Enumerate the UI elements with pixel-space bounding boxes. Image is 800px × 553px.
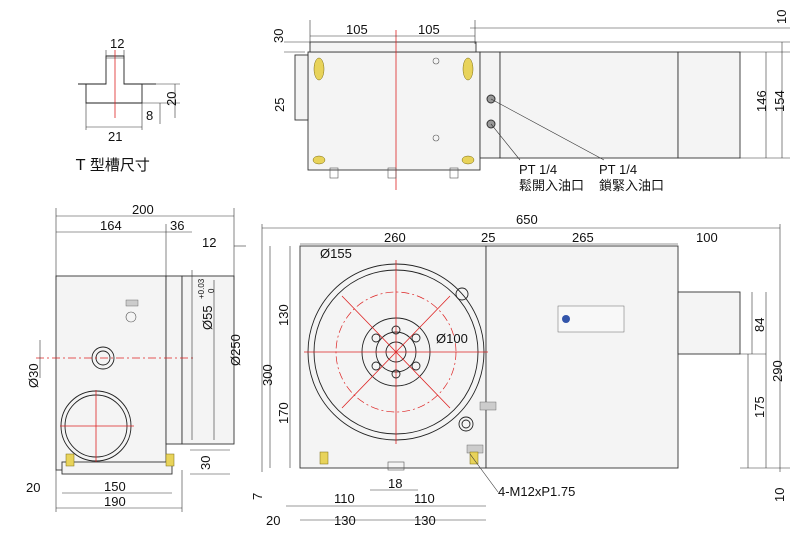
- front-dim-84: 84: [752, 318, 767, 332]
- tslot-dim-21: 21: [108, 129, 122, 144]
- port-release-label: 鬆開入油口: [519, 179, 584, 194]
- tslot-title: T 型槽尺寸: [75, 156, 150, 174]
- front-dim-300: 300: [260, 364, 275, 386]
- front-dim-130b: 130: [414, 513, 436, 528]
- front-dim-18: 18: [388, 476, 402, 491]
- front-dim-100-dia: Ø100: [436, 331, 468, 346]
- tslot-dim-12: 12: [110, 36, 124, 51]
- front-view: 650 260 25 265 100 Ø155 Ø100 130 300 170…: [250, 212, 790, 528]
- front-dim-7: 7: [250, 493, 265, 500]
- side-dim-36: 36: [170, 218, 184, 233]
- side-view: 200 164 36 12 Ø55 +0.03 0 Ø250 Ø30 30 20…: [26, 202, 246, 512]
- front-bolt-spec: 4-M12xP1.75: [498, 484, 575, 499]
- side-dim-164: 164: [100, 218, 122, 233]
- top-dim-146: 146: [754, 90, 769, 112]
- side-dim-250: Ø250: [228, 334, 243, 366]
- tslot-detail: 12 20 8 21 T 型槽尺寸: [75, 36, 180, 174]
- front-dim-25: 25: [481, 230, 495, 245]
- front-dim-170: 170: [276, 402, 291, 424]
- front-dim-20: 20: [266, 513, 280, 528]
- front-dim-110b: 110: [414, 491, 435, 506]
- front-dim-155-dia: Ø155: [320, 246, 352, 261]
- front-dim-175: 175: [752, 396, 767, 418]
- side-dim-150: 150: [104, 479, 126, 494]
- side-dim-30-dia: Ø30: [26, 363, 41, 388]
- side-dim-20: 20: [26, 480, 40, 495]
- front-dim-100: 100: [696, 230, 718, 245]
- side-dim-30: 30: [198, 456, 213, 470]
- side-dim-55: Ø55: [200, 305, 215, 330]
- tslot-dim-8: 8: [146, 108, 153, 123]
- tslot-dim-20: 20: [164, 92, 179, 106]
- top-dim-154: 154: [772, 90, 787, 112]
- side-dim-55-tol-lower: 0: [207, 288, 216, 293]
- front-dim-650: 650: [516, 212, 538, 227]
- top-view: 105 105 30 25 10 146 154 PT 1/4 PT 1/4 鬆…: [271, 10, 790, 194]
- side-dim-190: 190: [104, 494, 126, 509]
- front-dim-260: 260: [384, 230, 406, 245]
- side-dim-12: 12: [202, 235, 216, 250]
- front-dim-290: 290: [770, 360, 785, 382]
- port-pt-release: PT 1/4: [519, 162, 557, 177]
- top-dim-25: 25: [272, 98, 287, 112]
- port-pt-clamp: PT 1/4: [599, 162, 637, 177]
- top-dim-105b: 105: [418, 22, 440, 37]
- front-dim-130a: 130: [334, 513, 356, 528]
- front-dim-10: 10: [772, 488, 787, 502]
- top-dim-30: 30: [271, 29, 286, 43]
- side-dim-55-tol-upper: +0.03: [197, 278, 206, 299]
- front-dim-265: 265: [572, 230, 594, 245]
- top-dim-10: 10: [774, 10, 789, 24]
- port-clamp-label: 鎖緊入油口: [599, 178, 664, 194]
- front-dim-130v: 130: [276, 304, 291, 326]
- side-dim-200: 200: [132, 202, 154, 217]
- top-dim-105a: 105: [346, 22, 368, 37]
- front-dim-110a: 110: [334, 491, 355, 506]
